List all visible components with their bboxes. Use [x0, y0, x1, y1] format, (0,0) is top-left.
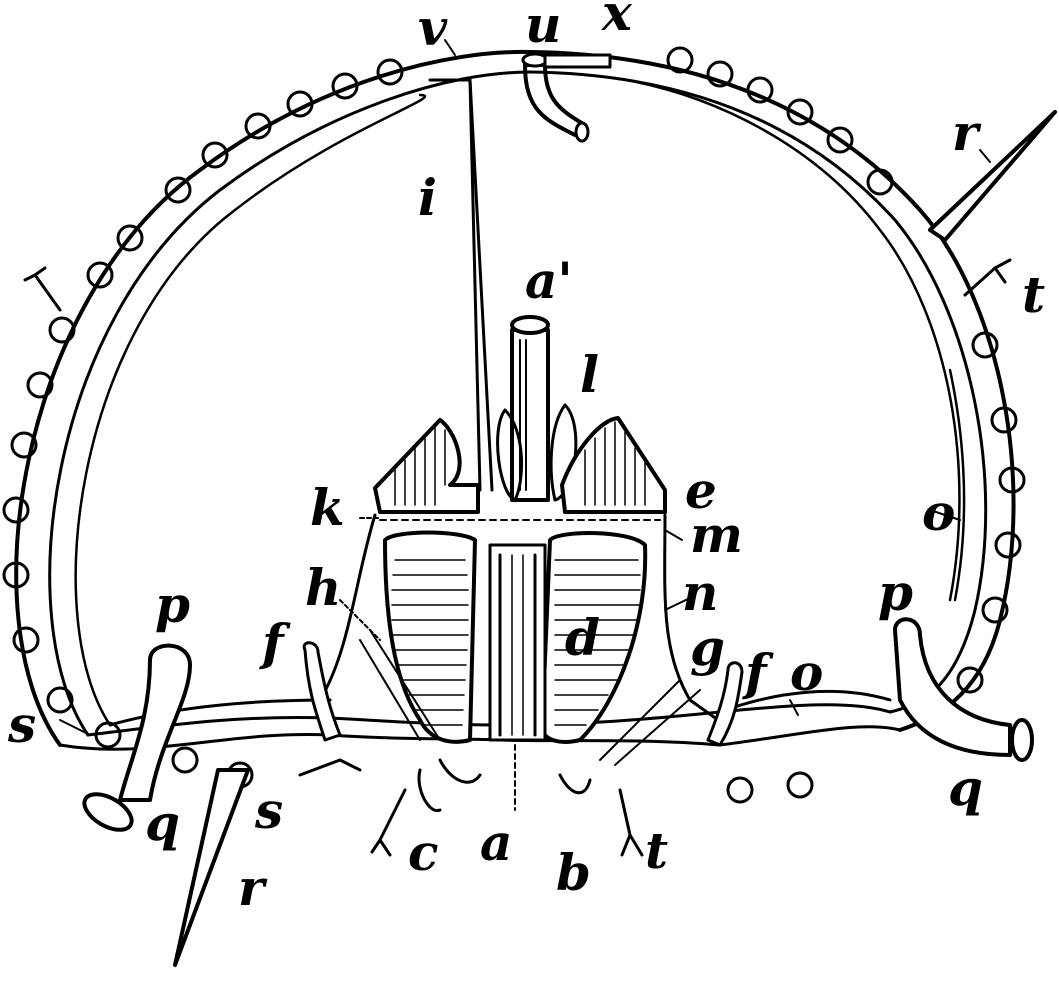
label-m: m	[690, 505, 743, 564]
label-q-right: q	[948, 758, 983, 817]
lobes-l	[496, 403, 578, 502]
label-q-left: q	[145, 793, 180, 852]
label-s-lower: s	[254, 781, 283, 840]
label-v: v	[418, 0, 448, 57]
label-d: d	[565, 608, 600, 667]
label-o-right: o	[922, 483, 955, 542]
tube-feet	[82, 617, 1034, 832]
label-r-top: r	[952, 103, 982, 162]
central-column	[379, 519, 661, 742]
label-g: g	[690, 618, 725, 677]
label-b: b	[556, 843, 591, 902]
label-u: u	[525, 0, 561, 54]
pedicellariae	[23, 258, 1012, 857]
label-n: n	[682, 563, 718, 622]
label-c: c	[408, 823, 438, 882]
label-t-lower: t	[645, 821, 668, 880]
shell-wall	[14, 49, 1016, 747]
label-o-lower: o	[790, 643, 823, 702]
label-s-left: s	[7, 695, 36, 754]
label-a: a	[480, 813, 512, 872]
label-x: x	[601, 0, 633, 42]
label-e: e	[685, 461, 717, 520]
label-t-right: t	[1022, 265, 1045, 324]
label-a-prime: a'	[525, 251, 573, 310]
tube-u	[521, 52, 612, 143]
leader-lines	[59, 39, 991, 736]
label-h: h	[305, 558, 341, 617]
central-tube	[510, 315, 550, 502]
basal-processes	[298, 744, 592, 813]
label-p-right: p	[878, 563, 913, 622]
label-p-left: p	[155, 575, 190, 634]
labels: v u x r i a' l t k e m o h n p p f d g f…	[7, 0, 1045, 917]
label-i: i	[418, 168, 437, 227]
label-r-lower: r	[238, 858, 268, 917]
label-l: l	[580, 345, 599, 404]
strand-i	[428, 78, 494, 492]
basal-bands	[58, 689, 902, 751]
label-k: k	[310, 478, 345, 537]
label-f-left: f	[259, 613, 291, 672]
spines-r	[173, 110, 1057, 967]
label-f-right: f	[742, 643, 774, 702]
caps-e	[373, 416, 667, 514]
